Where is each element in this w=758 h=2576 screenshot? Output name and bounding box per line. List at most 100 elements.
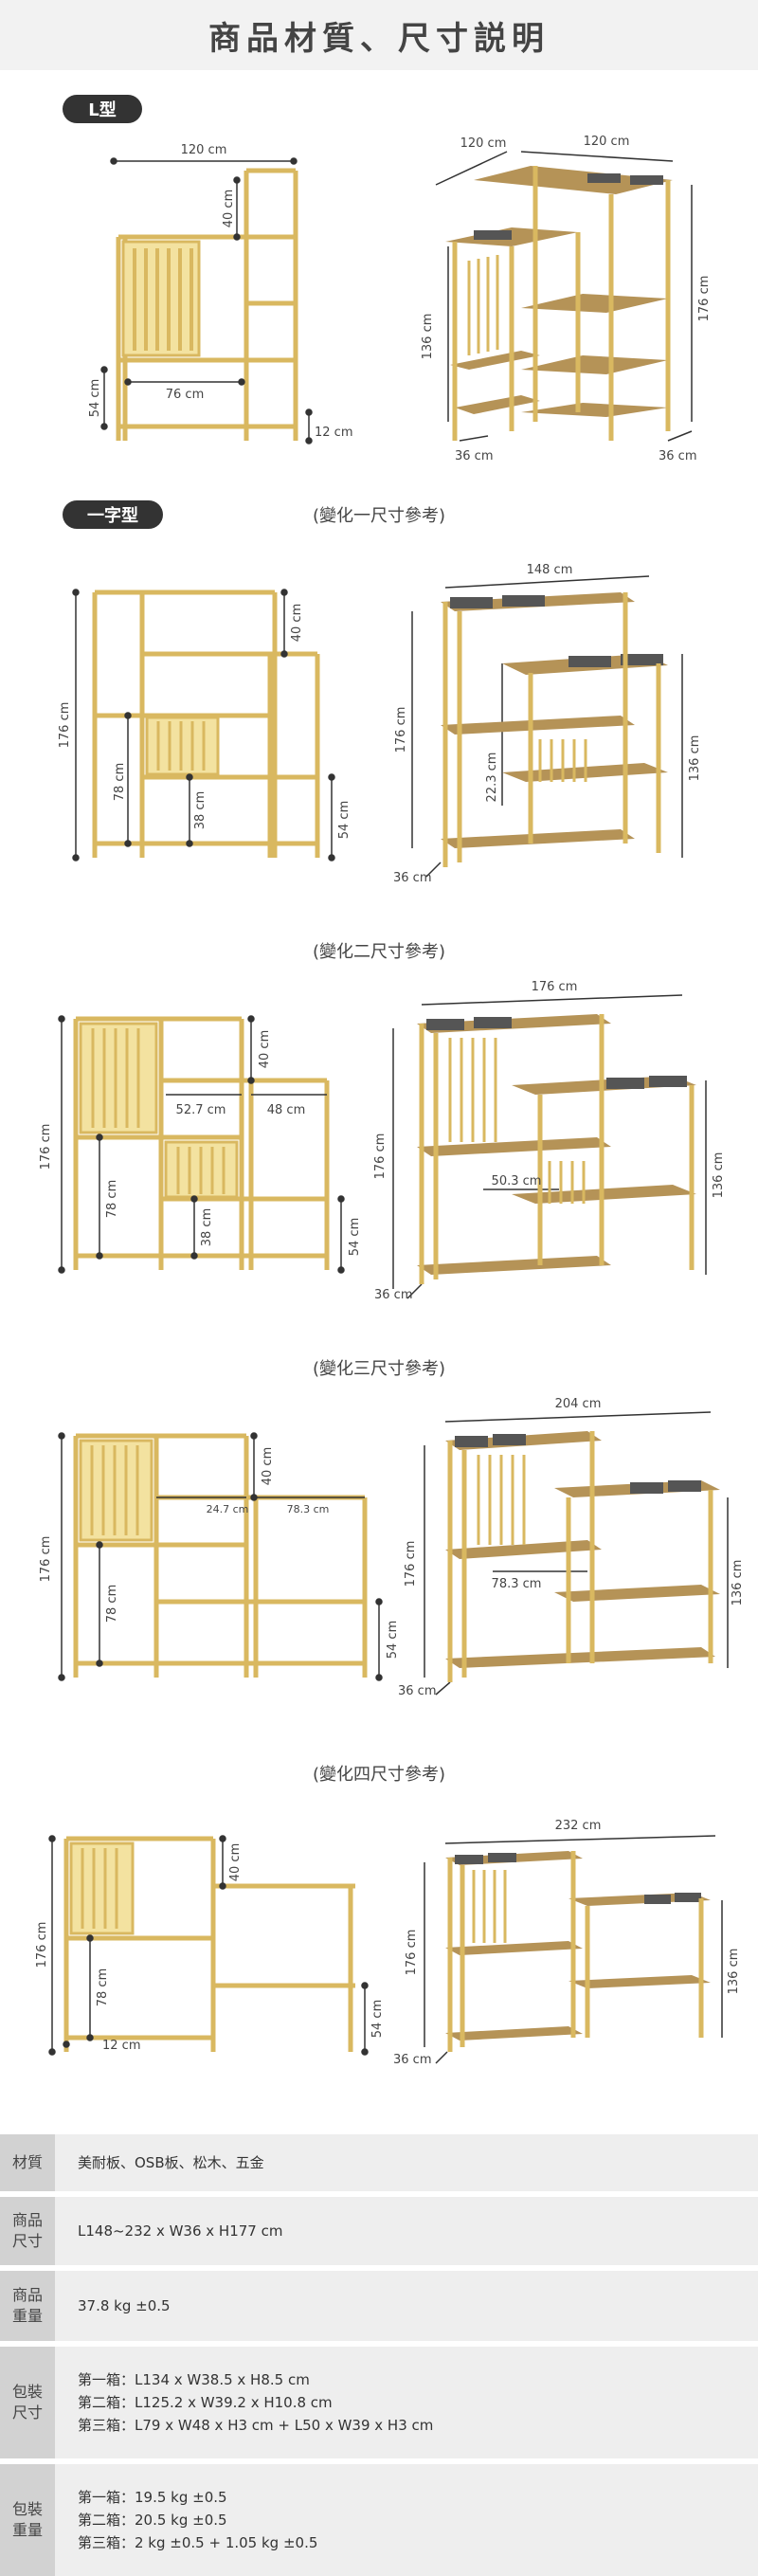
spec-label-text: 包裝: [11, 2500, 43, 2518]
variant-3-title: (變化三尺寸參考): [312, 1359, 446, 1379]
spec-value: 第一箱：19.5 kg ±0.5 第二箱：20.5 kg ±0.5 第三箱：2 …: [78, 2486, 317, 2554]
v1-iso-inner: 22.3 cm: [485, 753, 499, 803]
variant-1-title: (變化一尺寸參考): [312, 506, 446, 526]
v1-front-h: 176 cm: [58, 702, 72, 749]
v2-front-low: 38 cm: [200, 1208, 214, 1247]
v3-front-a: 24.7 cm: [207, 1503, 249, 1515]
l-front-topgap: 40 cm: [222, 190, 236, 228]
i-type-badge: 一字型: [63, 500, 163, 529]
spec-label-text: 重量: [11, 2521, 43, 2539]
v2-front-top: 40 cm: [258, 1030, 272, 1069]
spec-label-text: 材質: [11, 2153, 43, 2171]
l-front-foot: 12 cm: [315, 426, 353, 440]
l-front-height: 54 cm: [88, 379, 102, 418]
variant-4-iso-diagram: 232 cm 176 cm 136 cm 36 cm: [393, 1819, 741, 2067]
l-iso-h-right: 176 cm: [697, 276, 712, 322]
spec-line: 第三箱：2 kg ±0.5 + 1.05 kg ±0.5: [78, 2534, 318, 2551]
v4-iso-h: 176 cm: [405, 1930, 419, 1976]
variant-4-title: (變化四尺寸參考): [312, 1765, 446, 1785]
v3-iso-w: 204 cm: [555, 1397, 602, 1411]
spec-label-text: 尺寸: [11, 2232, 43, 2250]
v1-iso-w: 148 cm: [527, 563, 573, 577]
spec-label: 包裝重量: [0, 2464, 55, 2576]
v2-front-a: 52.7 cm: [176, 1103, 226, 1117]
v3-front-mid: 78 cm: [105, 1585, 119, 1624]
spec-line: 第一箱：L134 x W38.5 x H8.5 cm: [78, 2371, 310, 2388]
v3-iso-h2: 136 cm: [731, 1560, 745, 1606]
v1-front-right-h: 54 cm: [337, 801, 352, 840]
v4-front-top: 40 cm: [228, 1843, 243, 1882]
v4-iso-h2: 136 cm: [727, 1949, 741, 1995]
l-type-iso-diagram: 120 cm 120 cm 136 cm 176 cm 36 cm 36 cm: [421, 135, 712, 463]
v1-iso-h: 176 cm: [394, 707, 408, 753]
variant-2-front-diagram: 176 cm 40 cm 52.7 cm 48 cm 78 cm 38 cm 5…: [39, 1015, 362, 1274]
spec-line: 37.8 kg ±0.5: [78, 2297, 171, 2314]
v2-front-mid: 78 cm: [105, 1180, 119, 1219]
l-front-inner: 76 cm: [166, 388, 205, 402]
spec-line: 第三箱：L79 x W48 x H3 cm + L50 x W39 x H3 c…: [78, 2417, 434, 2434]
spec-row-material: 材質 美耐板、OSB板、松木、五金: [0, 2134, 758, 2191]
v2-iso-w: 176 cm: [532, 980, 578, 994]
spec-line: 美耐板、OSB板、松木、五金: [78, 2154, 264, 2171]
v1-iso-h2: 136 cm: [688, 735, 702, 782]
spec-label: 材質: [0, 2134, 55, 2191]
spec-label: 商品重量: [0, 2271, 55, 2341]
spec-value: 第一箱：L134 x W38.5 x H8.5 cm 第二箱：L125.2 x …: [78, 2368, 433, 2437]
spec-value: 美耐板、OSB板、松木、五金: [78, 2151, 264, 2174]
page-title: 商品材質、尺寸説明: [208, 19, 550, 58]
v2-iso-d: 36 cm: [374, 1288, 413, 1302]
spec-label-text: 包裝: [11, 2383, 43, 2401]
v2-iso-inner: 50.3 cm: [492, 1174, 542, 1188]
v3-iso-h: 176 cm: [404, 1541, 418, 1587]
variant-3-iso-diagram: 204 cm 176 cm 136 cm 78.3 cm 36 cm: [398, 1397, 745, 1698]
variant-1-iso-diagram: 148 cm 176 cm 136 cm 22.3 cm 36 cm: [393, 563, 702, 885]
v4-iso-d: 36 cm: [393, 2053, 432, 2067]
spec-line: 第二箱：20.5 kg ±0.5: [78, 2512, 227, 2529]
spec-line: 第一箱：19.5 kg ±0.5: [78, 2489, 227, 2506]
spec-label-text: 商品: [11, 2286, 43, 2304]
variant-3-front-diagram: 176 cm 40 cm 24.7 cm 78.3 cm 78 cm 54 cm: [39, 1432, 400, 1681]
spec-row-size: 商品尺寸 L148~232 x W36 x H177 cm: [0, 2197, 758, 2265]
spec-label: 商品尺寸: [0, 2197, 55, 2265]
v1-front-mid: 78 cm: [113, 763, 127, 802]
l-type-badge: L型: [63, 95, 142, 123]
v4-front-right-h: 54 cm: [370, 2000, 385, 2039]
spec-label-text: 尺寸: [11, 2404, 43, 2422]
spec-row-package-weight: 包裝重量 第一箱：19.5 kg ±0.5 第二箱：20.5 kg ±0.5 第…: [0, 2464, 758, 2576]
l-iso-d-right: 36 cm: [659, 449, 697, 463]
v2-iso-h: 176 cm: [373, 1134, 388, 1180]
v2-front-b: 48 cm: [267, 1103, 306, 1117]
spec-value: L148~232 x W36 x H177 cm: [78, 2220, 282, 2242]
spec-row-weight: 商品重量 37.8 kg ±0.5: [0, 2271, 758, 2341]
v3-front-h: 176 cm: [39, 1536, 53, 1583]
v3-front-top: 40 cm: [261, 1447, 275, 1486]
v3-front-b: 78.3 cm: [287, 1503, 330, 1515]
v1-front-top: 40 cm: [290, 604, 304, 643]
v2-front-h: 176 cm: [39, 1124, 53, 1170]
variant-2-title: (變化二尺寸參考): [312, 942, 446, 962]
page-header: 商品材質、尺寸説明: [0, 0, 758, 70]
v4-front-foot: 12 cm: [102, 2039, 141, 2053]
variant-2-iso-diagram: 176 cm 176 cm 136 cm 50.3 cm 36 cm: [373, 980, 726, 1302]
spec-value: 37.8 kg ±0.5: [78, 2295, 171, 2317]
variant-1-front-diagram: 176 cm 40 cm 78 cm 38 cm 54 cm: [58, 589, 352, 862]
v4-front-mid: 78 cm: [96, 1968, 110, 2007]
l-iso-depth-a: 120 cm: [460, 136, 507, 151]
l-iso-d-left: 36 cm: [455, 449, 494, 463]
l-iso-h-left: 136 cm: [421, 314, 435, 360]
v3-front-right-h: 54 cm: [386, 1621, 400, 1660]
l-front-width: 120 cm: [181, 143, 227, 157]
v2-iso-h2: 136 cm: [712, 1152, 726, 1199]
v3-iso-inner: 78.3 cm: [492, 1577, 542, 1591]
l-iso-depth-b: 120 cm: [584, 135, 630, 149]
spec-line: 第二箱：L125.2 x W39.2 x H10.8 cm: [78, 2394, 333, 2411]
spec-row-package-size: 包裝尺寸 第一箱：L134 x W38.5 x H8.5 cm 第二箱：L125…: [0, 2347, 758, 2458]
v3-iso-d: 36 cm: [398, 1684, 437, 1698]
v1-iso-d: 36 cm: [393, 871, 432, 885]
spec-label: 包裝尺寸: [0, 2347, 55, 2458]
v2-front-right-h: 54 cm: [348, 1218, 362, 1257]
v1-front-low: 38 cm: [193, 791, 208, 830]
spec-label-text: 重量: [11, 2307, 43, 2325]
v4-front-h: 176 cm: [35, 1922, 49, 1968]
spec-label-text: 商品: [11, 2211, 43, 2229]
